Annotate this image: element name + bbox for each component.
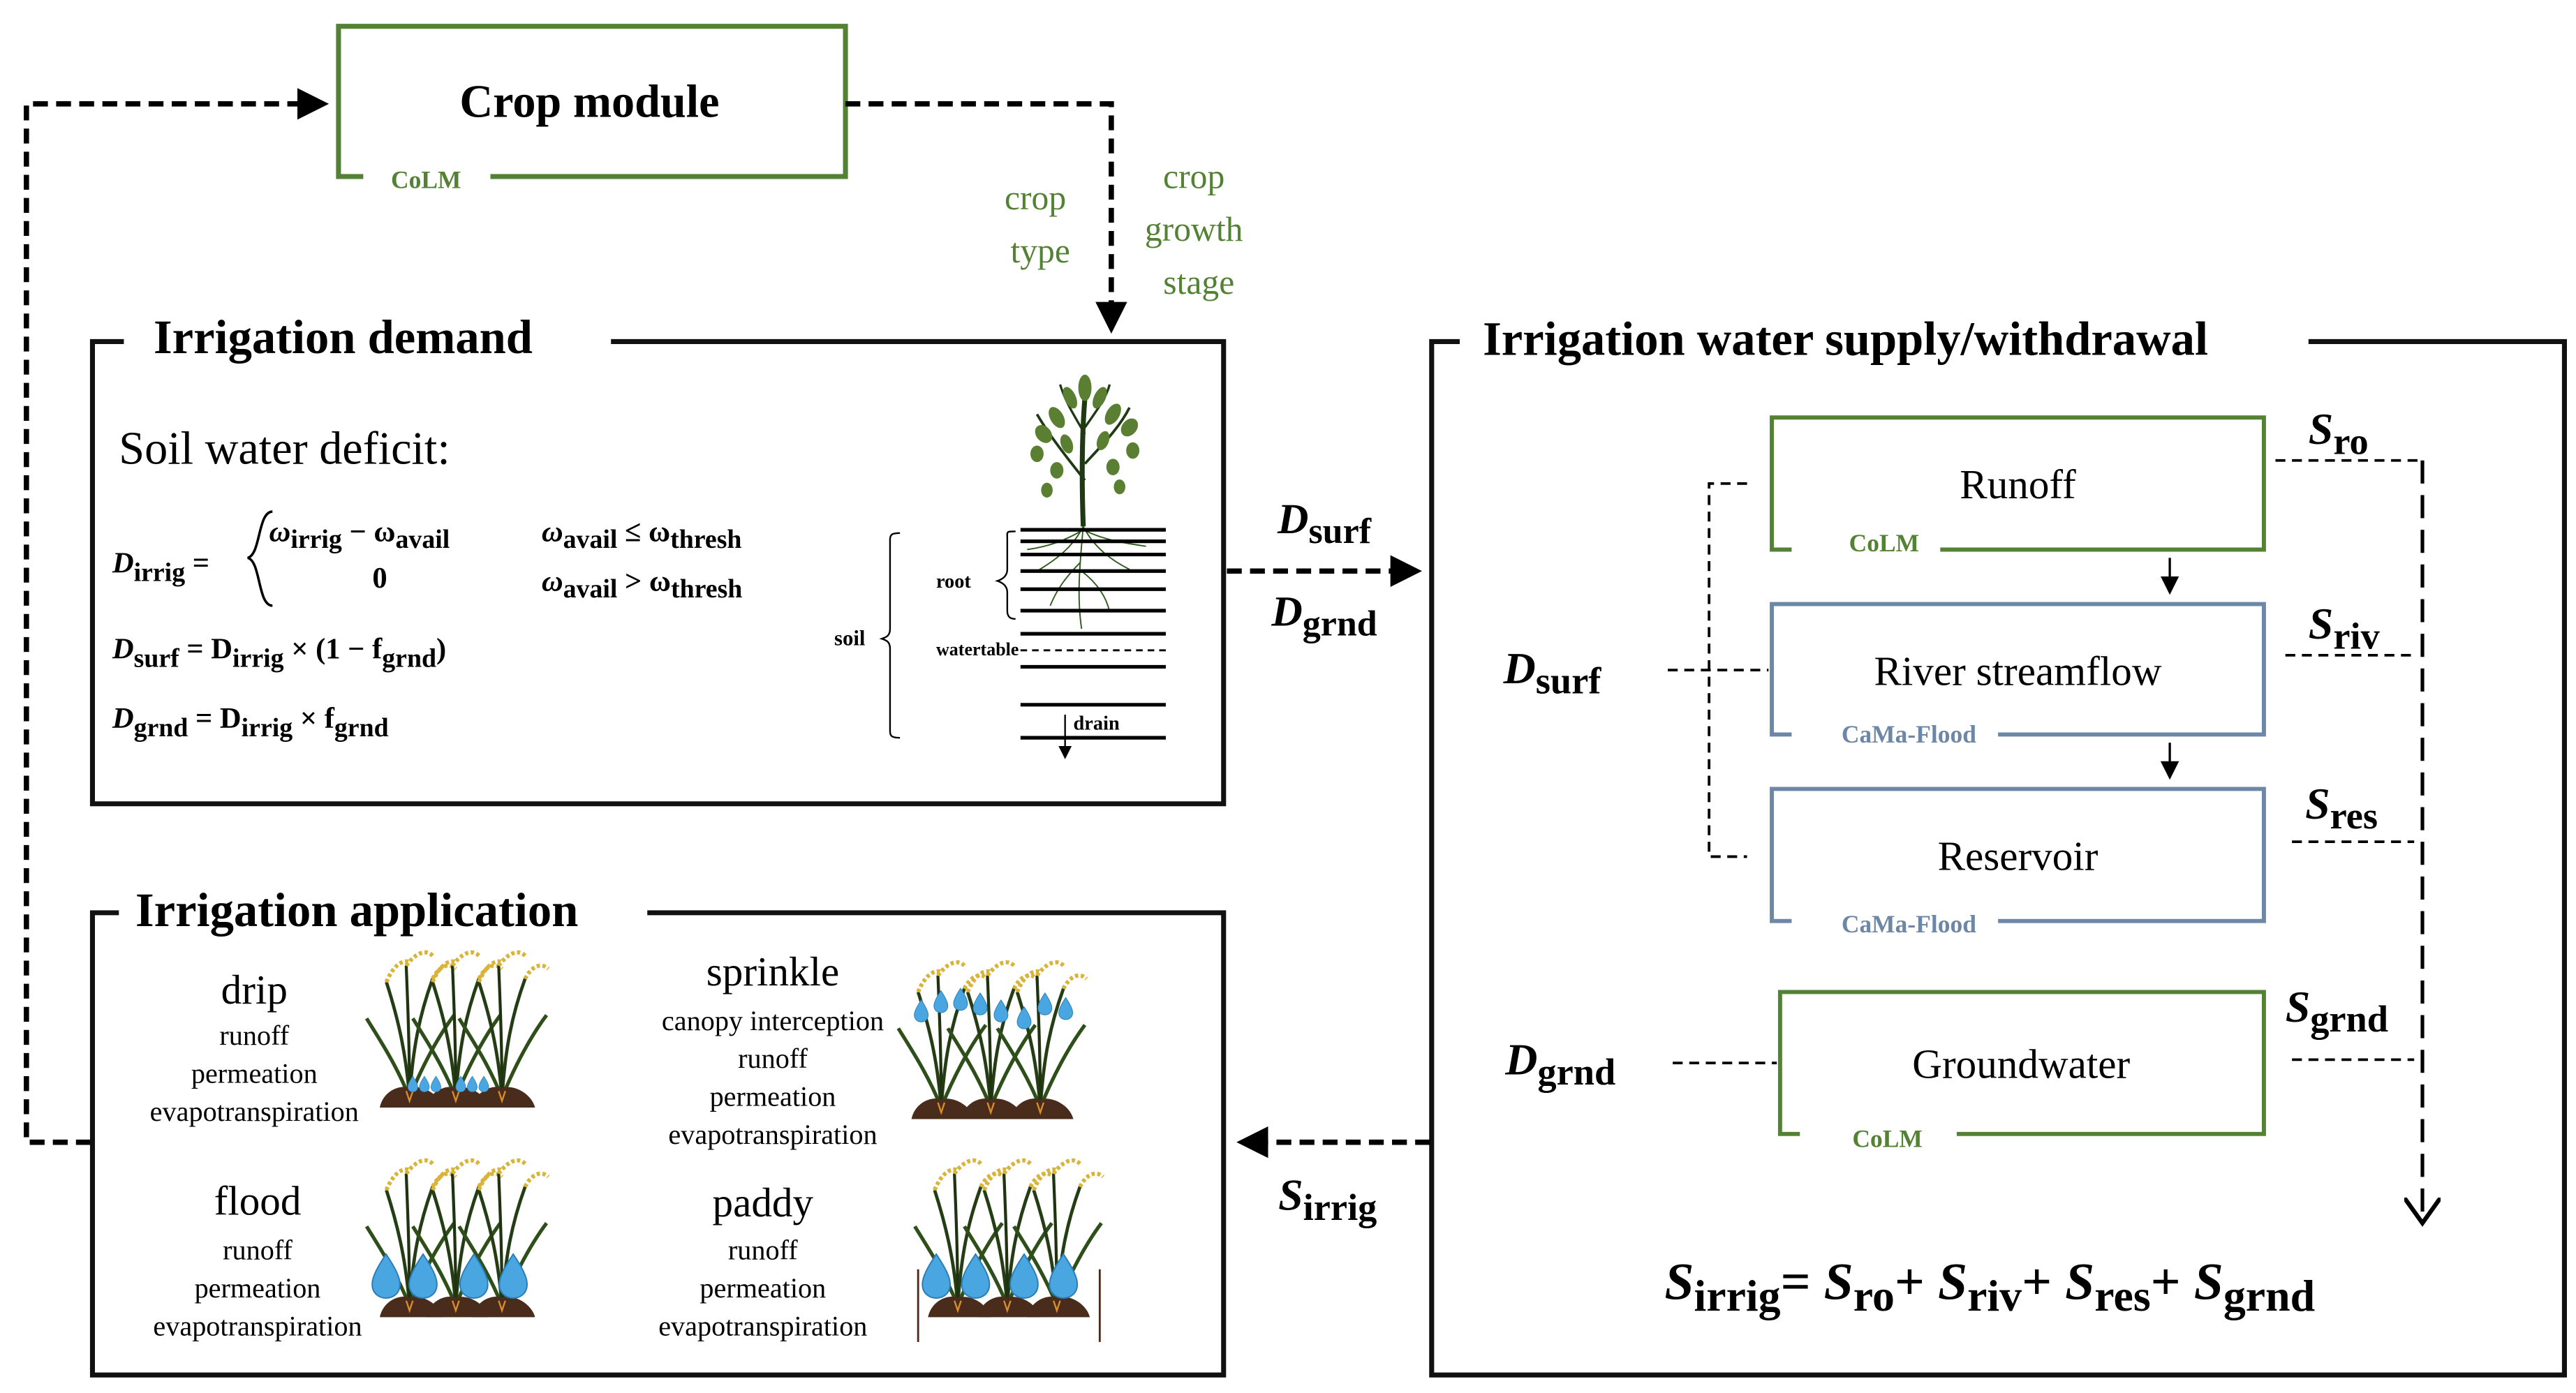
crop-type-label-line1: crop: [1005, 179, 1066, 217]
irrigation-demand-title: Irrigation demand: [154, 311, 533, 364]
crop-growth-stage-label-line2: growth: [1145, 210, 1243, 248]
soil-water-deficit-label: Soil water deficit:: [119, 423, 450, 474]
total-supply-equation: Sirrig= Sro+ Sriv+ Sres+ Sgrnd: [1664, 1253, 2315, 1320]
source-model-reservoir: CaMa-Flood: [1842, 910, 1976, 938]
soil-profile-illustration: root soil watertable drain: [834, 374, 1166, 759]
crop-growth-stage-label-line3: stage: [1163, 263, 1234, 301]
drain-label: drain: [1074, 713, 1120, 734]
sprinkle-crop-icon: [898, 962, 1087, 1120]
irrigation-supply-title: Irrigation water supply/withdrawal: [1483, 312, 2208, 365]
process-text: permeation: [710, 1081, 836, 1112]
irrigation-application-title: Irrigation application: [135, 884, 578, 937]
source-model-groundwater: CoLM: [1852, 1125, 1922, 1153]
source-name-runoff: Runoff: [1960, 461, 2076, 507]
method-sprinkle: sprinkle canopy interception runoff perm…: [662, 948, 1087, 1150]
tree-icon: [1027, 374, 1146, 630]
d-grnd-supply-label: Dgrnd: [1504, 1035, 1615, 1093]
process-text: permeation: [195, 1272, 321, 1304]
feedback-arrow-application-to-crop: [24, 88, 330, 1145]
svg-text:Dirrig =: Dirrig =: [112, 547, 209, 588]
d-surf-supply-label: Dsurf: [1503, 643, 1602, 701]
s-grnd-label: Sgrnd: [2286, 982, 2388, 1040]
irrigation-application-panel: Irrigation application drip runoff perme…: [89, 884, 1227, 1378]
source-box-reservoir: Reservoir CaMa-Flood: [1770, 787, 2266, 938]
s-riv-label: Sriv: [2309, 599, 2381, 657]
svg-text:ωavail > ωthresh: ωavail > ωthresh: [542, 565, 743, 604]
svg-text:ωirrig − ωavail: ωirrig − ωavail: [269, 516, 450, 554]
crop-type-label-line2: type: [1010, 232, 1070, 270]
s-ro-label: Sro: [2309, 404, 2369, 462]
process-text: runoff: [219, 1020, 289, 1051]
crop-module-title: Crop module: [459, 77, 719, 128]
method-drip: drip runoff permeation evapotranspiratio…: [150, 953, 549, 1127]
process-text: permeation: [699, 1272, 826, 1304]
d-grnd-flow-label: Dgrnd: [1271, 588, 1377, 643]
method-name-paddy: paddy: [713, 1179, 814, 1226]
source-box-river-streamflow: River streamflow CaMa-Flood: [1770, 602, 2266, 748]
source-box-groundwater: Groundwater CoLM: [1777, 990, 2266, 1153]
source-name-river-streamflow: River streamflow: [1874, 648, 2161, 694]
method-name-flood: flood: [214, 1178, 302, 1224]
drip-crop-icon: [367, 953, 548, 1109]
process-text: evapotranspiration: [668, 1119, 877, 1150]
process-text: runoff: [223, 1235, 293, 1266]
equation-d-grnd: Dgrnd = Dirrig × fgrnd: [112, 702, 389, 743]
source-model-runoff: CoLM: [1849, 529, 1919, 557]
s-irrig-flow-label: Sirrig: [1278, 1170, 1377, 1228]
method-paddy: paddy runoff permeation evapotranspirati…: [658, 1161, 1103, 1342]
method-name-drip: drip: [221, 967, 288, 1013]
paddy-crop-icon: [915, 1161, 1103, 1342]
irrigation-supply-panel: Irrigation water supply/withdrawal Runof…: [1429, 312, 2567, 1378]
process-text: canopy interception: [662, 1005, 884, 1036]
root-label: root: [936, 571, 971, 593]
arrow-crop-to-demand: [845, 101, 1127, 334]
process-text: evapotranspiration: [658, 1310, 867, 1341]
process-text: runoff: [728, 1235, 798, 1266]
svg-text:0: 0: [372, 562, 387, 595]
soil-layer-lines: [1020, 528, 1166, 740]
flood-crop-icon: [367, 1161, 548, 1318]
watertable-label: watertable: [936, 639, 1019, 660]
root-brace: [994, 530, 1016, 620]
d-surf-flow-label: Dsurf: [1277, 496, 1372, 551]
s-res-label: Sres: [2305, 779, 2378, 837]
source-box-runoff: Runoff CoLM: [1770, 415, 2266, 557]
method-name-sprinkle: sprinkle: [706, 948, 839, 995]
process-text: permeation: [191, 1058, 318, 1089]
irrigation-demand-panel: Irrigation demand Soil water deficit: Di…: [89, 311, 1227, 807]
svg-text:ωavail ≤ ωthresh: ωavail ≤ ωthresh: [542, 516, 742, 554]
equation-d-irrig: Dirrig = ωirrig − ωavail 0 ωavail ≤ ωthr…: [112, 510, 743, 607]
process-text: runoff: [738, 1043, 808, 1074]
process-text: evapotranspiration: [153, 1310, 362, 1341]
soil-brace: [879, 532, 901, 739]
crop-module-box: Crop module CoLM: [336, 24, 848, 193]
crop-module-model-tag: CoLM: [391, 165, 461, 193]
source-name-groundwater: Groundwater: [1912, 1041, 2130, 1087]
soil-label: soil: [834, 627, 866, 650]
equation-d-surf: Dsurf = Dirrig × (1 − fgrnd): [112, 633, 446, 673]
crop-growth-stage-label-line1: crop: [1163, 157, 1224, 195]
source-name-reservoir: Reservoir: [1938, 833, 2098, 879]
method-flood: flood runoff permeation evapotranspirati…: [153, 1161, 548, 1341]
source-model-river-streamflow: CaMa-Flood: [1842, 720, 1976, 748]
process-text: evapotranspiration: [150, 1096, 359, 1127]
